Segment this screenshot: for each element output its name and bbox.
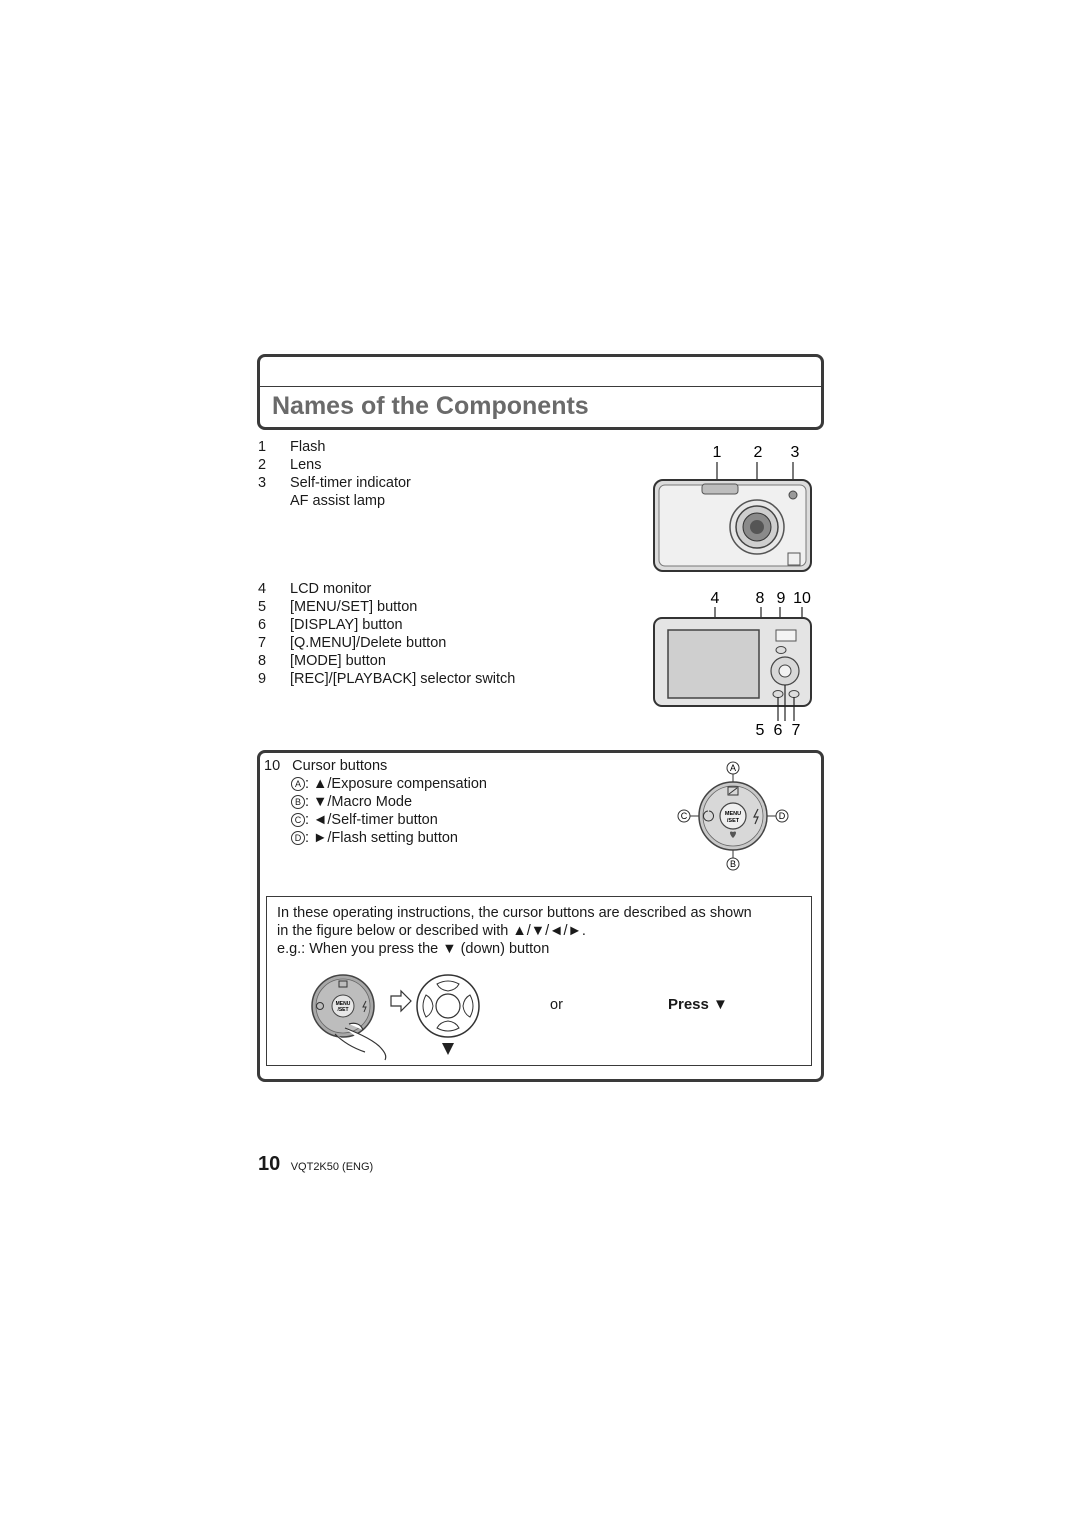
press-down-example-diagram: MENU /SET bbox=[311, 974, 480, 1061]
callout-6: 6 bbox=[774, 722, 783, 739]
letter-a-badge: A bbox=[291, 777, 305, 791]
note-line-2: in the figure below or described with ▲/… bbox=[277, 923, 586, 939]
page-title: Names of the Components bbox=[272, 392, 589, 420]
callout-5: 5 bbox=[756, 722, 765, 739]
svg-text:MENU: MENU bbox=[725, 811, 741, 817]
cursor-item-d: D: ►/Flash setting button bbox=[291, 830, 458, 848]
camera-front-diagram: 1 2 3 bbox=[653, 444, 812, 572]
dial-letter-a: A bbox=[730, 763, 736, 773]
svg-text:/SET: /SET bbox=[727, 818, 740, 824]
dial-letter-b: B bbox=[730, 859, 736, 869]
callout-7: 7 bbox=[792, 722, 801, 739]
self-timer-icon bbox=[703, 810, 714, 822]
cursor-buttons-box bbox=[257, 750, 824, 1082]
camera-back-diagram: 4 8 9 10 5 6 7 bbox=[653, 590, 812, 739]
letter-d-badge: D bbox=[291, 831, 305, 845]
callout-2: 2 bbox=[754, 444, 763, 461]
callout-4: 4 bbox=[711, 590, 720, 607]
dial-letter-c: C bbox=[681, 811, 688, 821]
title-divider bbox=[260, 386, 821, 387]
note-line-1: In these operating instructions, the cur… bbox=[277, 905, 752, 921]
finger-icon bbox=[334, 1022, 387, 1061]
note-box bbox=[266, 896, 812, 1066]
callout-3: 3 bbox=[791, 444, 800, 461]
callout-10: 10 bbox=[793, 590, 811, 607]
cursor-item-a: A: ▲/Exposure compensation bbox=[291, 776, 487, 794]
document-code: VQT2K50 (ENG) bbox=[290, 1161, 374, 1173]
letter-b-badge: B bbox=[291, 795, 305, 809]
svg-text:MENU: MENU bbox=[336, 1001, 351, 1007]
camera-front-body bbox=[653, 479, 812, 572]
callout-9: 9 bbox=[777, 590, 786, 607]
page-footer: 10 VQT2K50 (ENG) bbox=[258, 1153, 373, 1176]
dial-letter-d: D bbox=[779, 811, 786, 821]
cursor-heading: 10 Cursor buttons bbox=[264, 758, 388, 774]
menu-set-button bbox=[719, 802, 747, 830]
pressed-dial: MENU /SET bbox=[311, 974, 375, 1038]
macro-icon bbox=[730, 831, 736, 838]
components-list-back: 4 LCD monitor 5 [MENU/SET] button 6 [DIS… bbox=[258, 581, 516, 687]
note-line-3: e.g.: When you press the ▼ (down) button bbox=[277, 941, 550, 957]
cursor-item-c: C: ◄/Self-timer button bbox=[291, 812, 438, 830]
exposure-icon bbox=[727, 786, 739, 796]
right-arrow-icon bbox=[390, 989, 412, 1013]
flash-icon bbox=[753, 808, 759, 825]
callout-8: 8 bbox=[756, 590, 765, 607]
components-list-front: 1 Flash 2 Lens 3 Self-timer indicator AF… bbox=[258, 439, 411, 509]
cursor-item-b: B: ▼/Macro Mode bbox=[291, 794, 412, 812]
press-down-label: Press ▼ bbox=[668, 996, 728, 1013]
camera-back-body bbox=[653, 617, 812, 707]
cursor-dial-diagram: A B C D MENU /SET bbox=[677, 761, 789, 871]
callout-1: 1 bbox=[713, 444, 722, 461]
letter-c-badge: C bbox=[291, 813, 305, 827]
down-triangle-icon bbox=[442, 1043, 454, 1055]
or-label: or bbox=[550, 997, 563, 1013]
section-title-box: Names of the Components bbox=[257, 354, 824, 430]
page-number: 10 bbox=[258, 1153, 281, 1175]
svg-text:/SET: /SET bbox=[337, 1007, 348, 1013]
plain-dial bbox=[416, 974, 480, 1038]
